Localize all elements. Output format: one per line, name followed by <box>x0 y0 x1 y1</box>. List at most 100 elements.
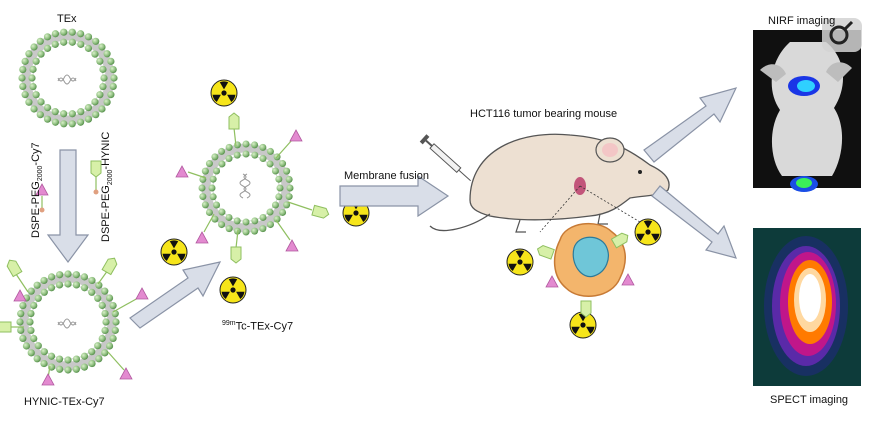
lipid-head <box>218 147 226 155</box>
lipid-head <box>208 184 216 192</box>
lipid-head <box>213 167 221 175</box>
lipid-head <box>100 74 108 82</box>
lipid-head <box>64 356 72 364</box>
lipid-head <box>84 104 93 112</box>
lipid-head <box>259 155 267 163</box>
lipid-head <box>19 301 27 310</box>
radiation-icon <box>506 248 534 276</box>
lipid-head <box>209 175 217 183</box>
mouse-label: HCT116 tumor bearing mouse <box>470 108 618 120</box>
lipid-head <box>43 44 52 52</box>
lipid-head <box>101 349 109 357</box>
nirf-image <box>753 30 861 192</box>
lipid-head <box>107 91 115 99</box>
lipid-head <box>37 50 45 58</box>
lipid-head <box>101 309 109 318</box>
lipid-head <box>242 140 250 148</box>
lipid-head <box>275 193 283 201</box>
lipid-head <box>51 108 59 116</box>
lipid-head <box>95 281 103 289</box>
lipid-head <box>233 141 241 149</box>
lipid-head <box>77 108 85 116</box>
lipid-head <box>19 65 27 74</box>
lipid-head <box>101 326 109 335</box>
lipid-head <box>40 276 48 285</box>
mouse-illustration <box>429 133 670 233</box>
lipid-head <box>60 110 68 118</box>
lipid-head <box>251 227 259 235</box>
lipid-head <box>105 294 114 302</box>
radiation-icon <box>219 276 247 304</box>
lipid-head <box>29 83 37 91</box>
lipid-head <box>88 359 96 368</box>
lipid-head <box>76 118 85 126</box>
lipid-head <box>92 111 100 119</box>
lipid-head <box>28 74 36 82</box>
lipid-head <box>95 355 103 363</box>
lipid-head <box>279 160 287 168</box>
zoom-button[interactable] <box>822 18 862 52</box>
lipid-head <box>94 342 102 350</box>
cy7-reagent-icon <box>35 183 49 213</box>
lipid-head <box>276 184 284 192</box>
radiation-icon <box>210 79 238 107</box>
lipid-head <box>77 40 85 48</box>
down-arrow <box>46 149 90 264</box>
lipid-head <box>72 271 80 279</box>
lipid-head <box>60 28 68 36</box>
lipid-head <box>94 294 102 302</box>
lipid-head <box>205 208 213 216</box>
lipid-head <box>225 225 233 233</box>
lipid-head <box>98 301 106 310</box>
lipid-head <box>21 91 29 99</box>
lipid-head <box>251 217 259 225</box>
lipid-head <box>68 120 76 128</box>
lipid-head <box>266 221 274 229</box>
lipid-head <box>27 287 35 295</box>
lipid-head <box>84 33 93 41</box>
lipid-head <box>225 143 233 151</box>
lipid-head <box>198 184 206 192</box>
lipid-head <box>36 37 44 45</box>
lipid-head <box>27 326 35 335</box>
lipid-head <box>51 30 60 38</box>
lipid-head <box>25 98 33 106</box>
lipid-head <box>109 334 117 343</box>
lipid-head <box>32 91 40 99</box>
lipid-head <box>218 208 226 216</box>
lipid-head <box>218 221 226 229</box>
lipid-head <box>60 120 68 128</box>
lipid-head <box>64 270 72 278</box>
lipid-head <box>259 213 267 221</box>
lipid-head <box>84 115 93 123</box>
membrane-fusion-label: Membrane fusion <box>344 170 429 182</box>
syringe-icon <box>419 134 471 182</box>
lipid-head <box>101 287 109 295</box>
lipid-head <box>68 38 76 46</box>
lipid-head <box>233 217 241 225</box>
diagonal-arrow <box>129 261 222 329</box>
lipid-head <box>211 215 219 223</box>
lipid-head <box>251 151 259 159</box>
lipid-head <box>30 43 38 51</box>
lipid-head <box>33 281 41 289</box>
spect-label: SPECT imaging <box>770 394 849 406</box>
lipid-head <box>99 65 107 73</box>
lipid-head <box>32 57 40 65</box>
hynic-tex-label: HYNIC-TEx-Cy7 <box>24 396 105 408</box>
radiation-icon <box>634 218 662 246</box>
dspe-hynic-label: DSPE-PEG2000-HYNIC <box>100 131 115 242</box>
dspe-cy7-label: DSPE-PEG2000-Cy7 <box>30 142 45 238</box>
lipid-head <box>64 366 72 374</box>
lipid-head <box>103 98 111 106</box>
nirf-label: NIRF imaging <box>768 15 836 27</box>
lipid-head <box>34 294 42 302</box>
lipid-head <box>22 342 31 350</box>
lipid-head <box>47 284 56 292</box>
lipid-head <box>17 310 25 318</box>
lipid-head <box>209 193 217 201</box>
to-spect-arrow <box>651 185 737 259</box>
lipid-head <box>18 74 26 82</box>
membrane-fusion-arrow <box>339 174 450 218</box>
lipid-head <box>29 65 37 73</box>
